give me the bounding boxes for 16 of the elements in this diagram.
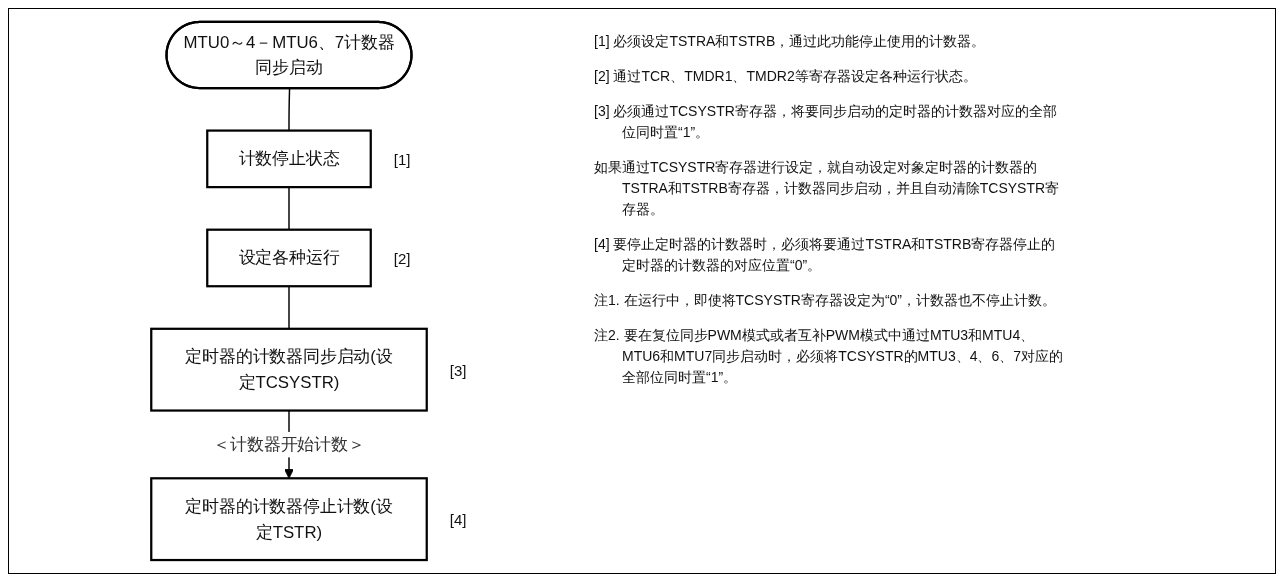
- note-text: 注2. 要在复位同步PWM模式或者互补PWM模式中通过MTU3和MTU4、MTU6和MTU7同步启动时，必须将TCSYSTR的MTU3、4、6、7对应的全部位同时置“1”。: [594, 326, 1064, 387]
- node-box: 设定各种运行: [206, 228, 372, 288]
- step-marker: [3]: [449, 361, 467, 379]
- note-text: [1] 必须设定TSTRA和TSTRB，通过此功能停止使用的计数器。: [594, 32, 987, 51]
- step-marker: [2]: [393, 249, 411, 267]
- step-marker: [1]: [393, 150, 411, 168]
- node-box: 计数停止状态: [206, 129, 372, 189]
- note-text: [4] 要停止定时器的计数器时，必须将要通过TSTRA和TSTRB寄存器停止的定时器的计数器的对应位置“0”。: [594, 235, 1057, 275]
- node-box: 定时器的计数器同步启动(设定TCSYSTR): [150, 327, 428, 412]
- note-text: 如果通过TCSYSTR寄存器进行设定，就自动设定对象定时器的计数器的TSTRA和TSTRB寄存器，计数器同步启动，并且自动清除TCSYSTR寄存器。: [594, 158, 1061, 219]
- note-text: [3] 必须通过TCSYSTR寄存器，将要同步启动的定时器的计数器对应的全部位同时置“1”。: [594, 102, 1058, 142]
- node-box: 定时器的计数器停止计数(设定TSTR): [150, 477, 428, 562]
- note-text: [2] 通过TCR、TMDR1、TMDR2等寄存器设定各种运行状态。: [594, 67, 978, 86]
- edge-label: ＜计数器开始计数＞: [213, 434, 365, 454]
- note-text: 注1. 在运行中，即使将TCSYSTR寄存器设定为“0”，计数器也不停止计数。: [594, 291, 1057, 310]
- step-marker: [4]: [449, 511, 467, 529]
